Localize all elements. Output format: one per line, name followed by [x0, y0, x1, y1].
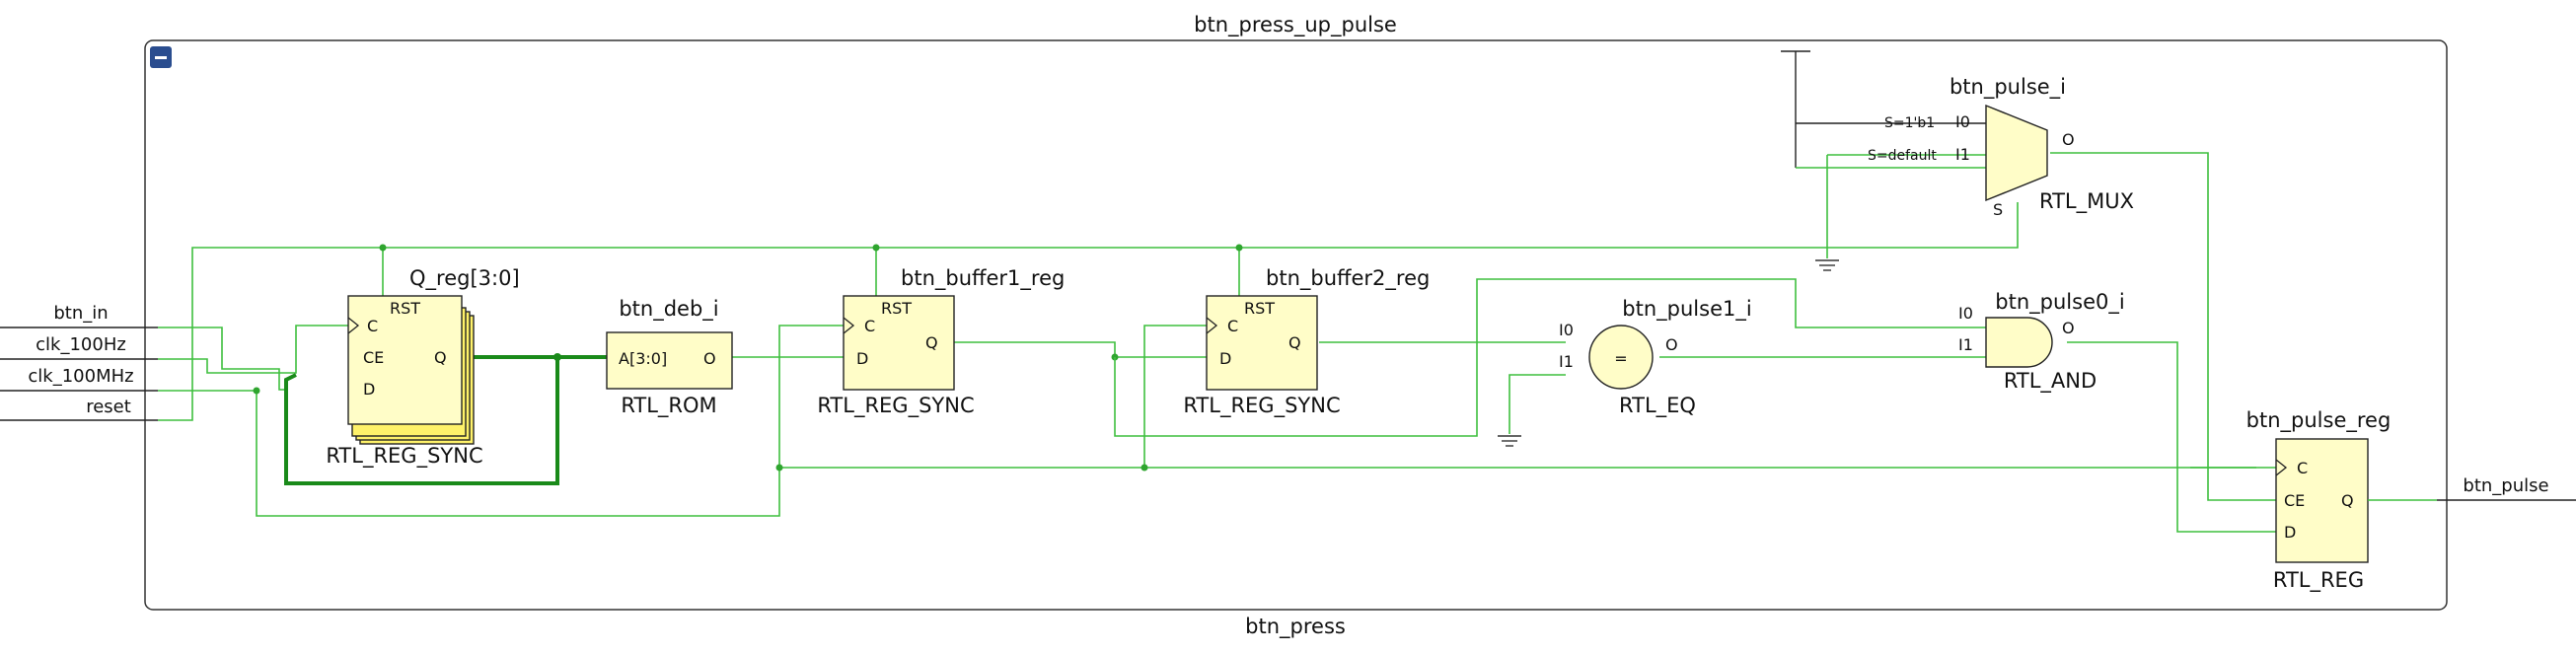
svg-text:S=1'b1: S=1'b1 — [1884, 115, 1935, 131]
svg-text:CE: CE — [363, 348, 384, 367]
cell-pulse0-and[interactable]: I0 I1 O — [1958, 304, 2075, 368]
svg-text:RST: RST — [1244, 299, 1275, 318]
minus-icon — [155, 56, 167, 59]
svg-text:RST: RST — [390, 299, 420, 318]
wires — [158, 50, 2276, 533]
cell-buffer2-name: btn_buffer2_reg — [1266, 266, 1430, 291]
cell-pulse0-type: RTL_AND — [2004, 369, 2097, 394]
port-reset[interactable]: reset — [86, 397, 131, 417]
cell-q-reg[interactable]: RST C CE D Q — [347, 295, 475, 445]
ground-symbol-eq — [1498, 435, 1521, 447]
svg-text:Q: Q — [2341, 491, 2354, 510]
cell-btn-deb-name: btn_deb_i — [619, 297, 718, 322]
svg-text:I1: I1 — [1958, 335, 1973, 354]
port-btn-pulse[interactable]: btn_pulse — [2463, 475, 2548, 496]
svg-text:O: O — [2062, 319, 2075, 337]
cell-pulse1-type: RTL_EQ — [1619, 394, 1696, 418]
cell-buffer1-name: btn_buffer1_reg — [901, 266, 1065, 291]
cell-mux[interactable]: S=1'b1 S=default I0 I1 S O — [1868, 104, 2075, 219]
svg-text:C: C — [367, 317, 378, 335]
svg-text:D: D — [2284, 523, 2296, 542]
svg-text:CE: CE — [2284, 491, 2305, 510]
svg-text:I1: I1 — [1559, 352, 1574, 371]
module-frame[interactable] — [144, 39, 2448, 611]
cell-mux-name: btn_pulse_i — [1950, 75, 2066, 100]
svg-text:D: D — [856, 349, 868, 368]
svg-text:S=default: S=default — [1868, 148, 1937, 164]
cell-buffer1-type: RTL_REG_SYNC — [817, 394, 974, 418]
port-clk-100hz[interactable]: clk_100Hz — [36, 334, 126, 355]
svg-text:D: D — [363, 380, 375, 399]
collapse-button[interactable] — [150, 46, 172, 68]
svg-text:A[3:0]: A[3:0] — [619, 349, 667, 368]
cell-mux-type: RTL_MUX — [2039, 189, 2134, 214]
cell-pulse0-name: btn_pulse0_i — [1995, 290, 2124, 315]
cell-q-reg-type: RTL_REG_SYNC — [326, 444, 482, 469]
svg-text:C: C — [1227, 317, 1238, 335]
cell-pulse-reg-type: RTL_REG — [2273, 568, 2364, 593]
svg-text:C: C — [2297, 459, 2308, 477]
svg-text:S: S — [1993, 200, 2003, 219]
cell-pulse-reg[interactable]: C CE D Q — [2275, 438, 2369, 563]
svg-text:O: O — [2062, 130, 2075, 149]
svg-text:I0: I0 — [1955, 112, 1970, 131]
cell-btn-deb[interactable]: A[3:0] O — [606, 331, 733, 390]
svg-text:I0: I0 — [1559, 321, 1574, 339]
input-ports: btn_in clk_100Hz clk_100MHz reset — [0, 303, 158, 421]
port-btn-in[interactable]: btn_in — [53, 303, 108, 324]
svg-text:C: C — [864, 317, 875, 335]
svg-text:O: O — [703, 349, 716, 368]
cell-q-reg-name: Q_reg[3:0] — [409, 266, 520, 291]
module-title: btn_press_up_pulse — [1194, 13, 1397, 37]
svg-text:Q: Q — [925, 333, 938, 352]
svg-text:Q: Q — [434, 348, 447, 367]
svg-text:Q: Q — [1288, 333, 1301, 352]
cell-buffer1[interactable]: RST C D Q — [843, 295, 955, 391]
cell-buffer2-type: RTL_REG_SYNC — [1183, 394, 1340, 418]
output-port: btn_pulse — [2437, 475, 2576, 501]
port-clk-100mhz[interactable]: clk_100MHz — [28, 366, 133, 387]
cell-pulse-reg-name: btn_pulse_reg — [2246, 408, 2392, 433]
svg-text:=: = — [1614, 349, 1627, 368]
cell-btn-deb-type: RTL_ROM — [621, 394, 716, 418]
svg-text:I0: I0 — [1958, 304, 1973, 323]
svg-text:D: D — [1219, 349, 1231, 368]
ground-symbol-mux — [1815, 259, 1839, 271]
cell-pulse1-name: btn_pulse1_i — [1622, 297, 1751, 322]
svg-text:I1: I1 — [1955, 145, 1970, 164]
svg-text:O: O — [1665, 335, 1678, 354]
cell-pulse1-eq[interactable]: = I0 I1 O — [1559, 321, 1678, 390]
cell-buffer2[interactable]: RST C D Q — [1206, 295, 1318, 391]
svg-text:RST: RST — [881, 299, 912, 318]
module-instance-label: btn_press — [1245, 615, 1346, 639]
